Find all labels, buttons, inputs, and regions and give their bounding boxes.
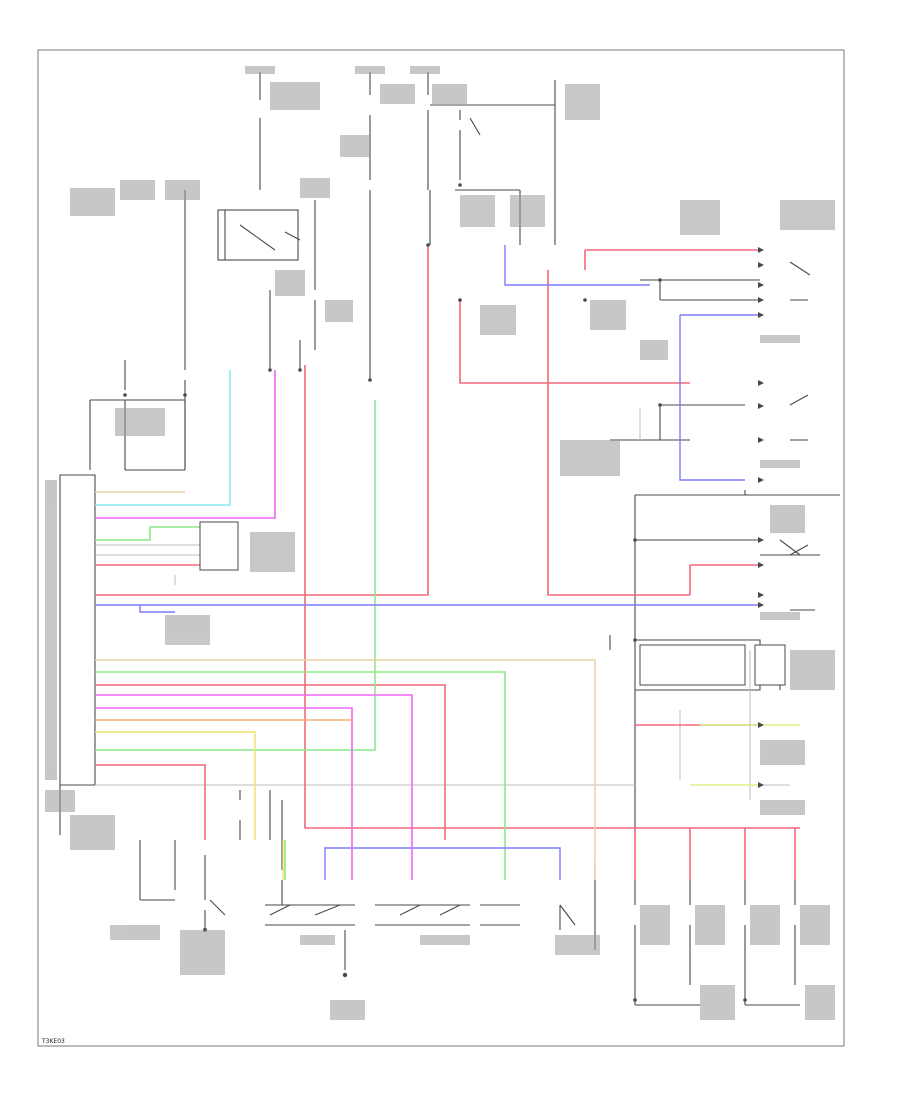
tan-wires [95, 491, 596, 880]
gray-wires [95, 408, 790, 800]
splice-points [123, 183, 747, 1002]
figure-ref: T3KE03 [41, 1038, 65, 1045]
light-green-wires [690, 724, 800, 786]
diagram-frame [37, 49, 845, 1047]
components [199, 521, 786, 686]
magenta-wires [95, 370, 413, 880]
yellow-wires [95, 731, 284, 880]
label-blurs [45, 66, 835, 1020]
connector-terminals [758, 247, 764, 788]
cyan-wires [95, 370, 231, 506]
black-wires [59, 72, 840, 1006]
green-wires [95, 400, 506, 880]
blue-wires [95, 245, 760, 880]
red-wires [95, 245, 800, 880]
